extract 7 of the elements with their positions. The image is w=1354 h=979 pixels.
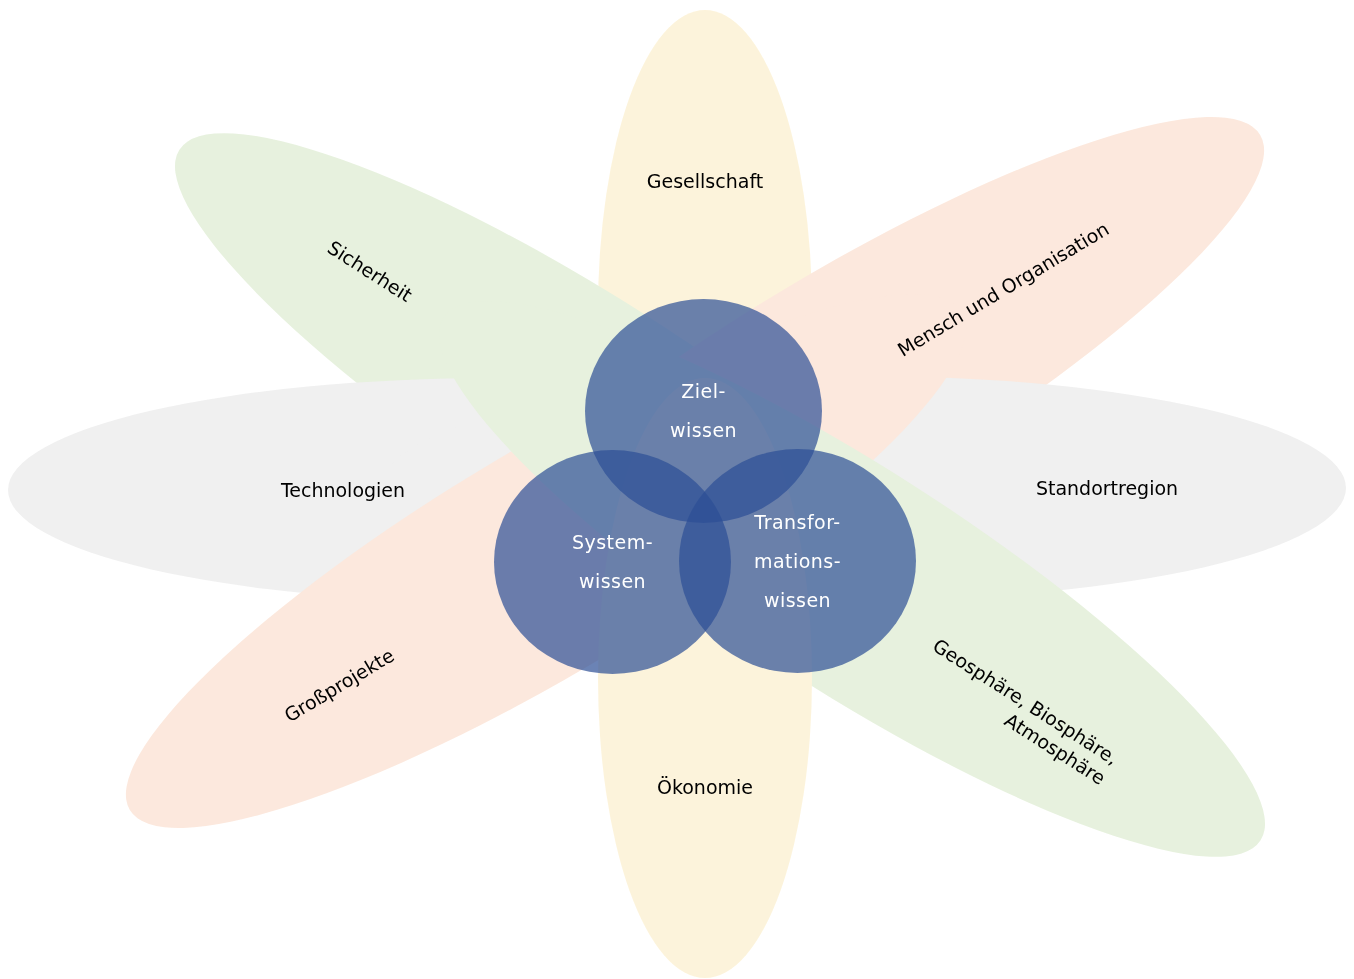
- petal-label: Ökonomie: [655, 775, 755, 799]
- petal-label: Gesellschaft: [645, 169, 765, 193]
- petal-label: Standortregion: [1034, 476, 1180, 500]
- circle-label: System- wissen: [571, 530, 653, 594]
- petal-label: Technologien: [279, 478, 407, 502]
- circle-label: Ziel- wissen: [669, 379, 738, 443]
- circle-label: Transfor- mations- wissen: [753, 509, 842, 613]
